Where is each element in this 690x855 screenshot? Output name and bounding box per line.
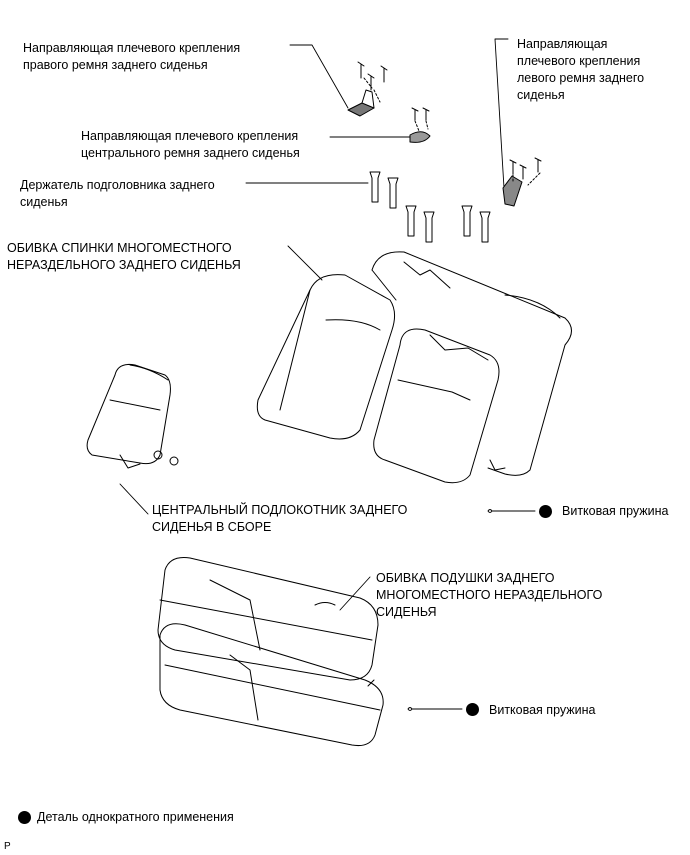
back-cover-label: ОБИВКА СПИНКИ МНОГОМЕСТНОГО НЕРАЗДЕЛЬНОГ… (7, 241, 241, 272)
headrest-holders (369, 171, 491, 243)
cushion-cover-label: ОБИВКА ПОДУШКИ ЗАДНЕГО МНОГОМЕСТНОГО НЕР… (376, 571, 603, 619)
corner-mark: P (4, 841, 11, 852)
non-reusable-part-icon (539, 505, 552, 518)
coil-spring-lower-label: Витковая пружина (489, 703, 596, 717)
left-belt-guide-part (502, 157, 542, 207)
left-belt-guide-label: Направляющая плечевого крепления левого … (517, 37, 645, 102)
legend-label: Деталь однократного применения (37, 810, 234, 824)
right-belt-guide-label: Направляющая плечевого крепления правого… (23, 41, 241, 72)
headrest-holder-label: Держатель подголовника заднего сиденья (20, 178, 215, 209)
right-belt-guide-part (347, 61, 388, 117)
armrest-part (86, 364, 179, 469)
armrest-label: ЦЕНТРАЛЬНЫЙ ПОДЛОКОТНИК ЗАДНЕГО СИДЕНЬЯ … (152, 503, 408, 534)
center-belt-guide-label: Направляющая плечевого крепления централ… (81, 129, 300, 160)
non-reusable-part-icon (466, 703, 479, 716)
center-belt-guide-part (409, 107, 431, 143)
seat-cushion-cover-part (157, 557, 384, 746)
legend-dot-icon (18, 811, 31, 824)
seat-back-cover-part (256, 251, 572, 484)
leader-lines (119, 38, 536, 710)
coil-spring-icons (407, 509, 493, 711)
coil-spring-upper-label: Витковая пружина (562, 504, 669, 518)
